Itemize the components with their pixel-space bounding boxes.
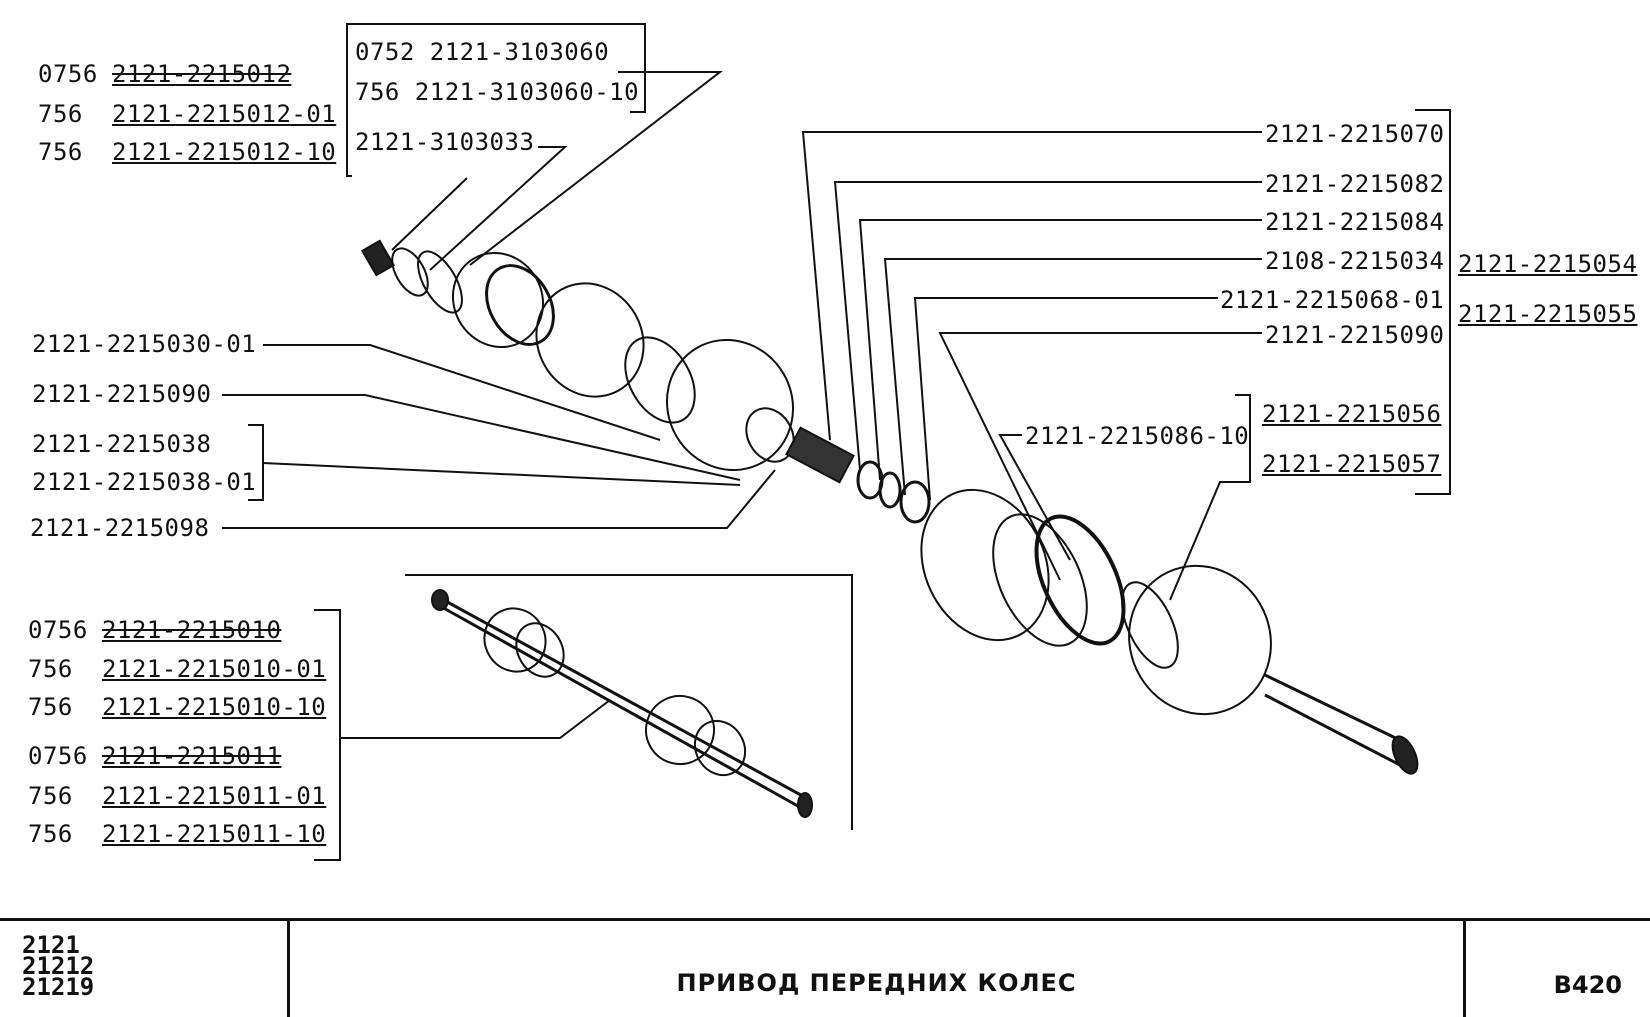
label-2215070: 2121-2215070 xyxy=(1265,120,1445,148)
label-756-012-10-prefix: 756 xyxy=(38,138,83,166)
label-2215068-01: 2121-2215068-01 xyxy=(1220,286,1445,314)
title-cell: ПРИВОД ПЕРЕДНИХ КОЛЕС xyxy=(290,921,1466,1017)
exploded-drive-diagram xyxy=(222,23,1451,861)
label-2215010: 2121-2215010 xyxy=(102,616,282,644)
model-21212: 21212 xyxy=(22,952,95,980)
label-756-3103060-10: 756 2121-3103060-10 xyxy=(355,78,640,106)
label-2215090-right: 2121-2215090 xyxy=(1265,321,1445,349)
label-2215084: 2121-2215084 xyxy=(1265,208,1445,236)
label-756-011-10-prefix: 756 xyxy=(28,820,73,848)
label-2215055: 2121-2215055 xyxy=(1458,300,1638,328)
label-0752-3103060: 0752 2121-3103060 xyxy=(355,38,610,66)
label-2108-2215034: 2108-2215034 xyxy=(1265,247,1445,275)
model-21219: 21219 xyxy=(22,973,95,1001)
label-2215011-01: 2121-2215011-01 xyxy=(102,782,327,810)
label-2215054: 2121-2215054 xyxy=(1458,250,1638,278)
label-2215030-01: 2121-2215030-01 xyxy=(32,330,257,358)
label-2215090-left: 2121-2215090 xyxy=(32,380,212,408)
code-cell: B420 xyxy=(1466,921,1650,1017)
label-2215098: 2121-2215098 xyxy=(30,514,210,542)
drawing-title: ПРИВОД ПЕРЕДНИХ КОЛЕС xyxy=(676,969,1077,997)
label-756-012-01-prefix: 756 xyxy=(38,100,83,128)
label-2215038-01: 2121-2215038-01 xyxy=(32,468,257,496)
drawing-code: B420 xyxy=(1553,971,1622,999)
label-756-011-01-prefix: 756 xyxy=(28,782,73,810)
label-2215012-10: 2121-2215012-10 xyxy=(112,138,337,166)
label-756-010-01-prefix: 756 xyxy=(28,655,73,683)
label-2215010-10: 2121-2215010-10 xyxy=(102,693,327,721)
label-2215056: 2121-2215056 xyxy=(1262,400,1442,428)
label-2215012-01: 2121-2215012-01 xyxy=(112,100,337,128)
title-block: 2121 21212 21219 ПРИВОД ПЕРЕДНИХ КОЛЕС B… xyxy=(0,918,1650,1017)
label-2215010-01: 2121-2215010-01 xyxy=(102,655,327,683)
label-0756-012-prefix: 0756 xyxy=(38,60,98,88)
label-2215011-10: 2121-2215011-10 xyxy=(102,820,327,848)
label-2215086-10: 2121-2215086-10 xyxy=(1025,422,1250,450)
model-2121: 2121 xyxy=(22,931,80,959)
label-0756-011-prefix: 0756 xyxy=(28,742,88,770)
label-2215057: 2121-2215057 xyxy=(1262,450,1442,478)
model-list: 2121 21212 21219 xyxy=(22,931,95,1001)
label-0756-010-prefix: 0756 xyxy=(28,616,88,644)
label-3103033: 2121-3103033 xyxy=(355,128,535,156)
label-2215082: 2121-2215082 xyxy=(1265,170,1445,198)
label-2215011: 2121-2215011 xyxy=(102,742,282,770)
label-2215012: 2121-2215012 xyxy=(112,60,292,88)
label-2215038: 2121-2215038 xyxy=(32,430,212,458)
label-756-010-10-prefix: 756 xyxy=(28,693,73,721)
model-cell: 2121 21212 21219 xyxy=(0,921,290,1017)
